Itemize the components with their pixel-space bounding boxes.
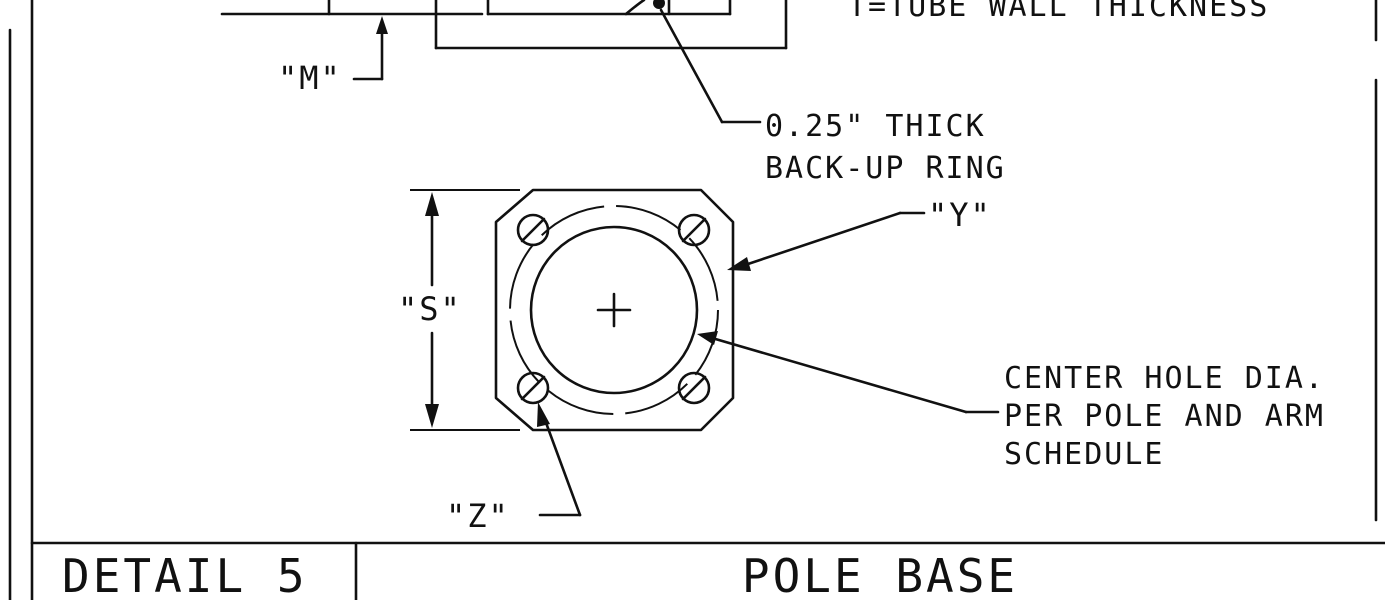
- center-mark: [596, 292, 632, 328]
- center-hole-note-line3: SCHEDULE: [1004, 437, 1165, 472]
- base-plate-outline: [494, 188, 735, 432]
- detail-number: DETAIL 5: [62, 549, 308, 600]
- s-label: "S": [398, 290, 462, 328]
- backup-ring-note-line1: 0.25" THICK: [765, 109, 986, 144]
- backup-ring-note-line2: BACK-UP RING: [765, 151, 1006, 186]
- z-leader: [537, 402, 582, 517]
- drawing-frame: [8, 0, 1385, 600]
- elevation-view-fragment: [220, 0, 788, 50]
- center-hole-leader: [697, 331, 1000, 414]
- center-hole-note-line1: CENTER HOLE DIA.: [1004, 361, 1325, 396]
- anchor-bolt-hole-bottom-left: [516, 371, 550, 405]
- weld-dot: [653, 0, 665, 9]
- y-leader: [727, 211, 926, 271]
- base-plate-plan-view: [494, 188, 735, 432]
- tube-wall-thickness-note: T=TUBE WALL THICKNESS: [848, 0, 1269, 24]
- backup-ring-leader: [659, 8, 762, 124]
- s-dimension: [410, 189, 520, 431]
- bolt-circle: [509, 205, 719, 415]
- y-label: "Y": [928, 196, 992, 234]
- center-hole-note-line2: PER POLE AND ARM: [1004, 399, 1325, 434]
- m-dimension-leader: [352, 16, 388, 81]
- z-label: "Z": [446, 497, 510, 535]
- m-label: "M": [278, 59, 342, 97]
- center-hole: [529, 225, 699, 395]
- anchor-bolt-hole-top-right: [677, 213, 711, 247]
- anchor-bolt-hole-bottom-right: [677, 371, 711, 405]
- anchor-bolt-hole-top-left: [516, 213, 550, 247]
- detail-title: POLE BASE: [742, 549, 1018, 600]
